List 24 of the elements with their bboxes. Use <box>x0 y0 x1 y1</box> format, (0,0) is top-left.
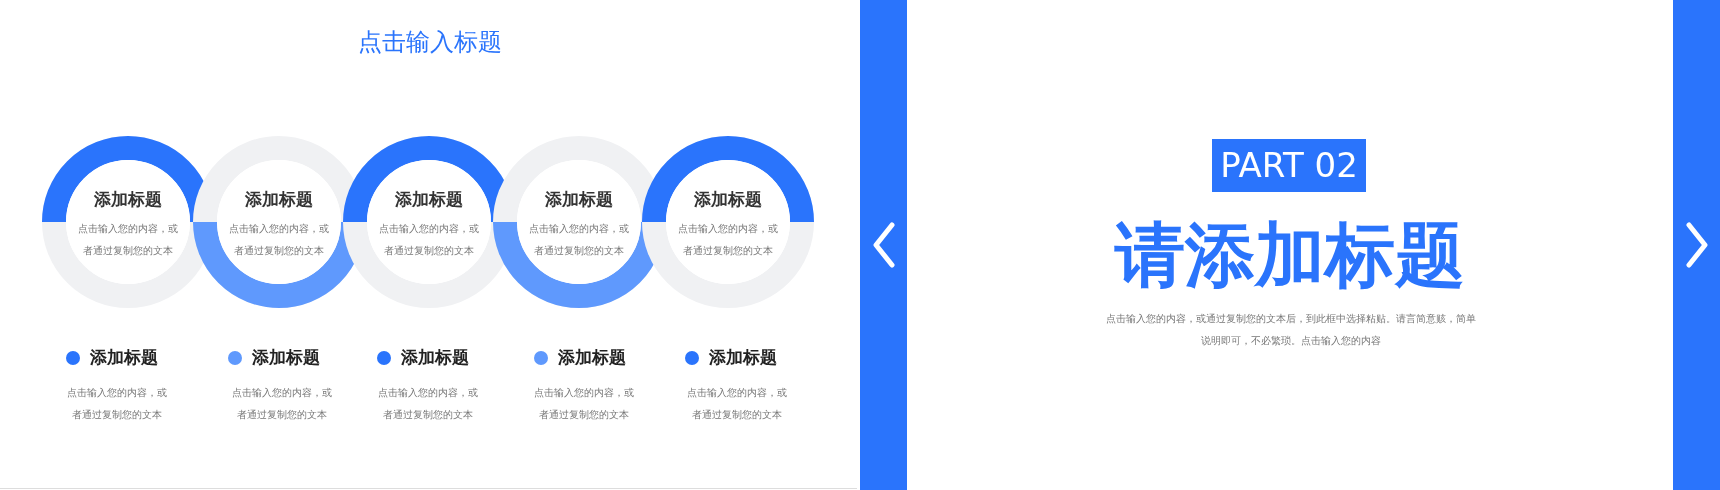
tag-box: PART 02 <box>1212 139 1366 192</box>
circle-heading: 添加标题 <box>544 188 614 211</box>
list-text: 点击输入您的内容，或者通过复制您的文本 <box>231 386 333 422</box>
circle-text: 点击输入您的内容，或者通过复制您的文本 <box>378 222 480 258</box>
circle-heading: 添加标题 <box>693 188 763 211</box>
list-text: 点击输入您的内容，或者通过复制您的文本 <box>533 386 635 422</box>
circle-text: 点击输入您的内容，或者通过复制您的文本 <box>677 222 779 258</box>
slide-title: 点击输入标题 <box>357 27 503 58</box>
circle-text: 点击输入您的内容，或者通过复制您的文本 <box>77 222 179 258</box>
list-heading: 添加标题 <box>90 346 158 369</box>
description-text: 点击输入您的内容，或通过复制您的文本后，到此框中选择粘贴。请言简意赅，简单说明即可，不必繁琐。点击输入您的内容 <box>1105 312 1477 348</box>
main-heading: 请添加标题 <box>1113 213 1466 298</box>
circle-heading: 添加标题 <box>93 188 163 211</box>
circle-text: 点击输入您的内容，或者通过复制您的文本 <box>228 222 330 258</box>
circle-heading: 添加标题 <box>244 188 314 211</box>
list-heading: 添加标题 <box>252 346 320 369</box>
circle-text: 点击输入您的内容，或者通过复制您的文本 <box>528 222 630 258</box>
list-heading: 添加标题 <box>709 346 777 369</box>
circle-heading: 添加标题 <box>394 188 464 211</box>
list-text: 点击输入您的内容，或者通过复制您的文本 <box>377 386 479 422</box>
list-text: 点击输入您的内容，或者通过复制您的文本 <box>686 386 788 422</box>
list-heading: 添加标题 <box>558 346 626 369</box>
list-text: 点击输入您的内容，或者通过复制您的文本 <box>66 386 168 422</box>
list-heading: 添加标题 <box>401 346 469 369</box>
